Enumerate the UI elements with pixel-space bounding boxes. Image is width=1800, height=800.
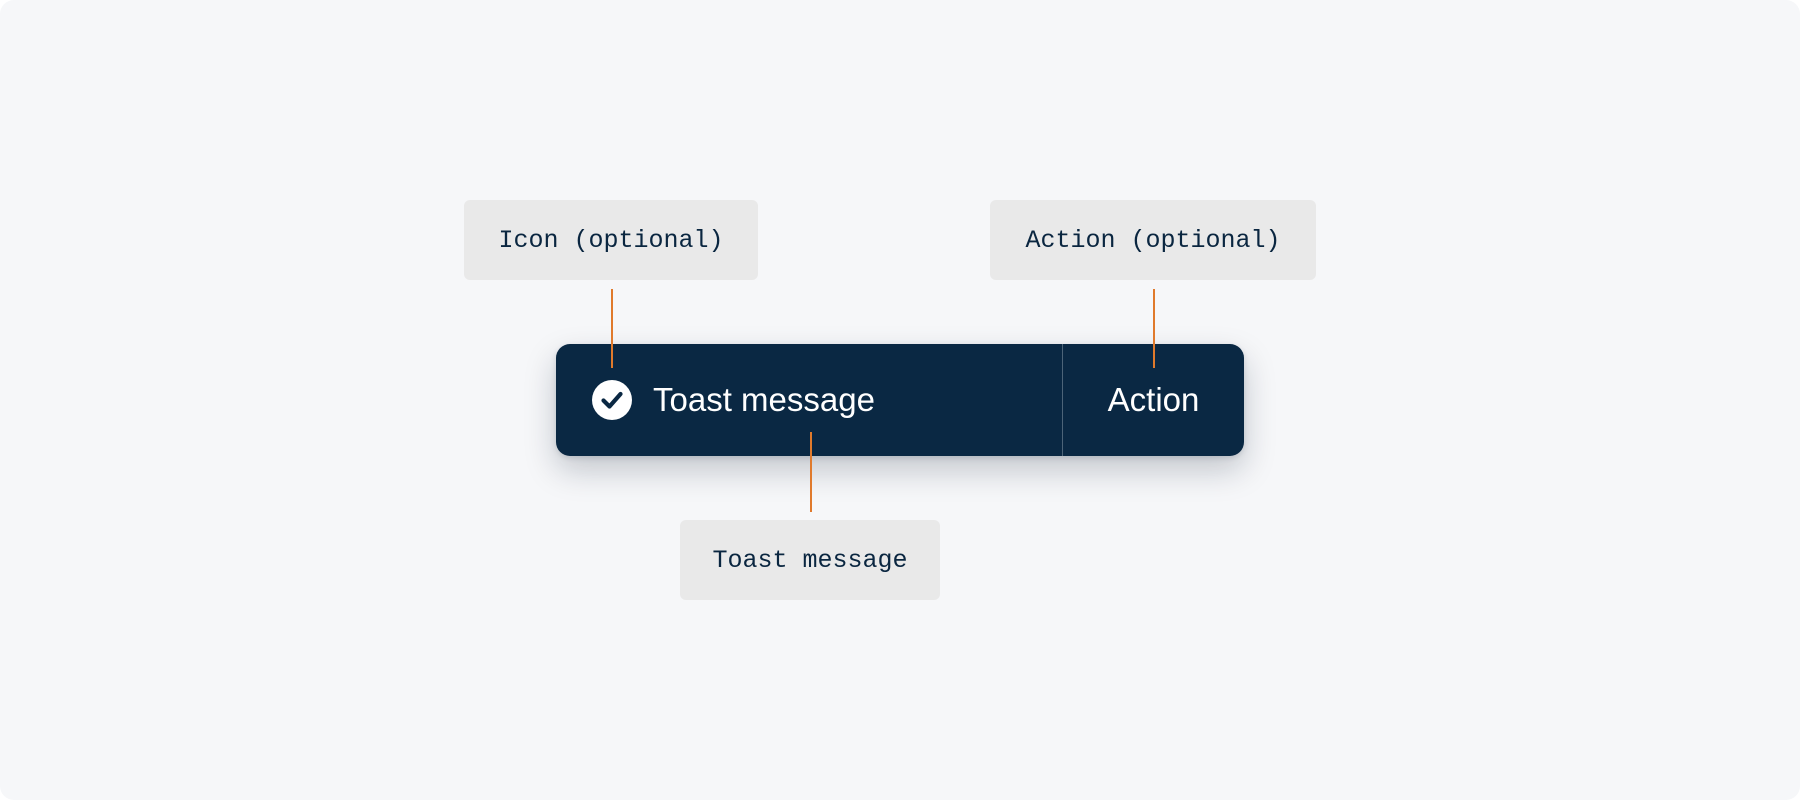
check-circle-icon bbox=[592, 380, 632, 420]
action-leader-line bbox=[1153, 289, 1155, 368]
action-annotation-label: Action (optional) bbox=[990, 200, 1316, 280]
toast-message: Toast message bbox=[653, 381, 875, 418]
toast-action-button[interactable]: Action bbox=[1107, 381, 1200, 418]
message-annotation-label: Toast message bbox=[680, 520, 940, 600]
message-leader-line bbox=[810, 432, 812, 512]
toast: Toast message Action bbox=[556, 344, 1244, 456]
icon-annotation-label: Icon (optional) bbox=[464, 200, 758, 280]
icon-leader-line bbox=[611, 289, 613, 368]
toast-divider bbox=[1062, 344, 1063, 456]
